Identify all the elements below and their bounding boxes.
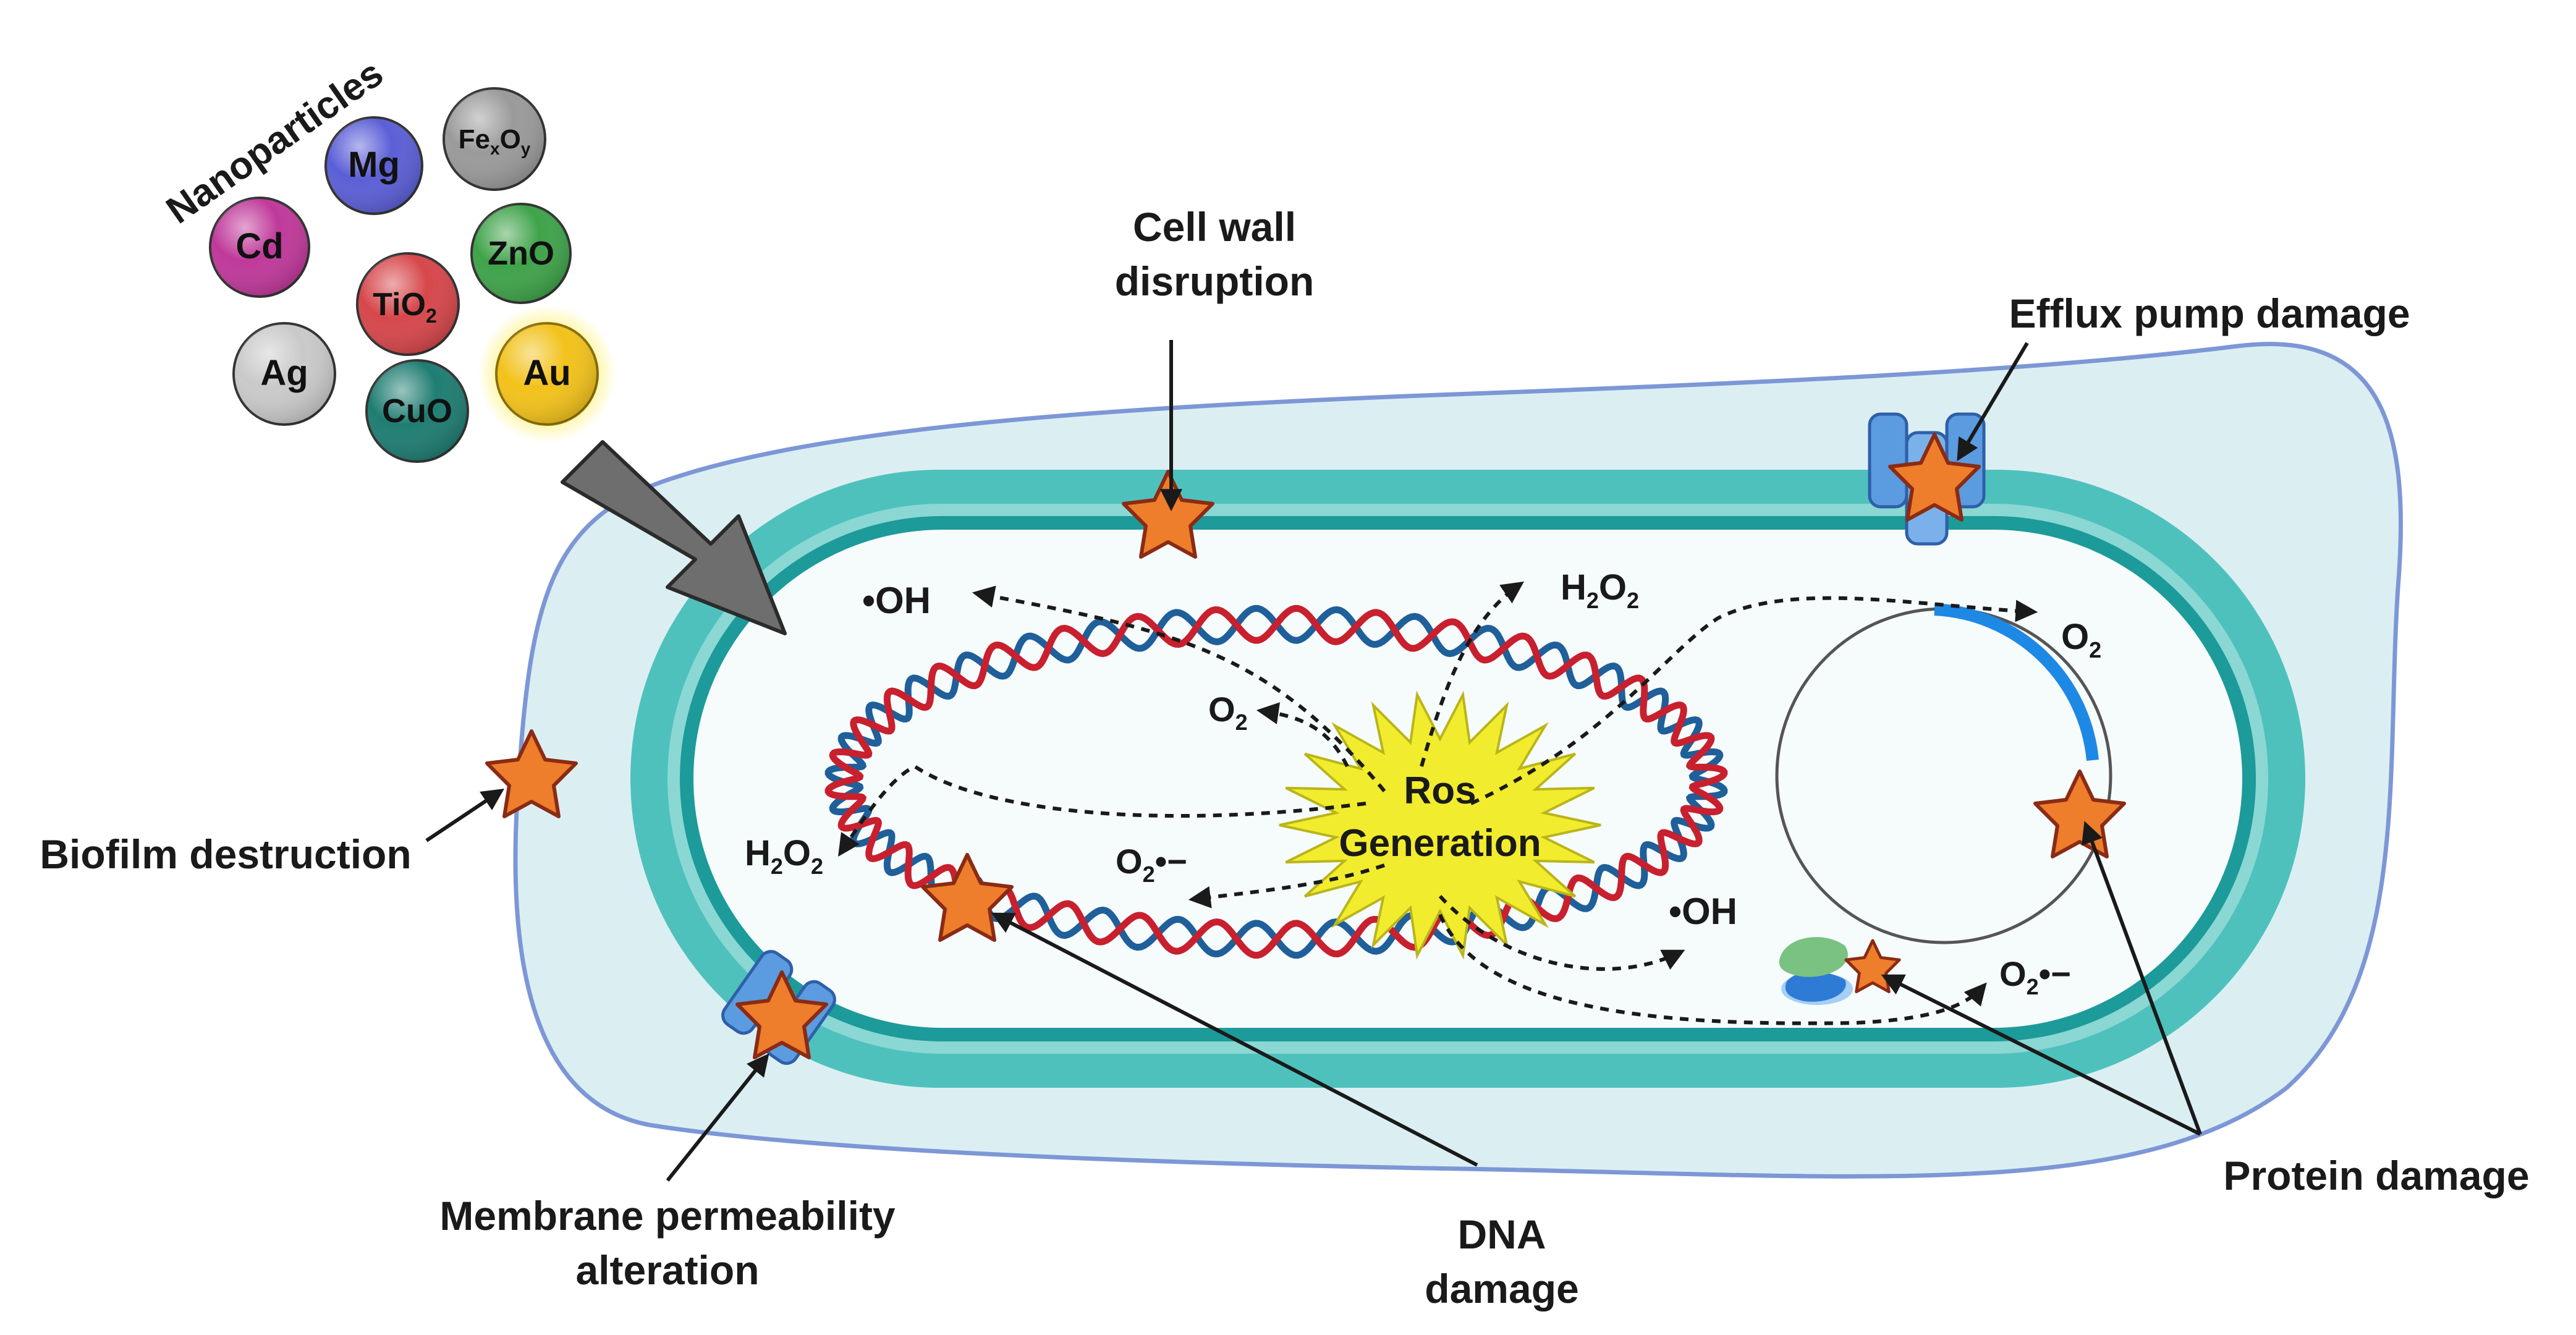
ros-label-line1: Ros: [1404, 769, 1476, 812]
ros-label-line2: Generation: [1339, 822, 1541, 865]
label-dna-1: DNA: [1458, 1211, 1546, 1257]
species-h2o2-top: H2O2: [1561, 567, 1639, 613]
np-tio2-label: TiO2: [373, 287, 437, 327]
label-cell-wall-1: Cell wall: [1133, 204, 1296, 250]
np-ag: Ag: [232, 322, 336, 426]
species-o2-plasmid: O2: [2061, 617, 2101, 663]
entry-arrow: [561, 440, 787, 635]
label-membrane-1: Membrane permeability: [439, 1193, 896, 1239]
species-o2-left: O2: [1208, 690, 1248, 735]
np-fexoy-label: FexOy: [459, 124, 531, 158]
np-mg-label: Mg: [348, 145, 400, 185]
label-dna-2: damage: [1425, 1266, 1578, 1312]
pointer-arrows: [425, 340, 2202, 1182]
np-mg: Mg: [324, 116, 423, 215]
plasmid-gene-segment: [1934, 603, 2099, 761]
label-biofilm: Biofilm destruction: [40, 831, 411, 877]
label-cell-wall-2: disruption: [1115, 258, 1315, 304]
np-au: Au: [478, 305, 616, 443]
species-h2o2-left: H2O2: [745, 833, 823, 879]
species-superoxide-right: O2•−: [1999, 954, 2071, 999]
label-efflux: Efflux pump damage: [2009, 290, 2410, 336]
label-membrane-2: alteration: [575, 1247, 759, 1293]
ros-pathways: [838, 581, 2038, 1025]
np-au-label: Au: [523, 353, 570, 393]
protein-complex: [1779, 937, 1853, 1005]
np-cuo: CuO: [365, 359, 469, 463]
np-zno: ZnO: [470, 203, 572, 304]
nanoparticle-cluster: Mg FexOy Cd ZnO TiO2 Ag: [209, 87, 616, 463]
np-cuo-label: CuO: [382, 392, 452, 430]
np-zno-label: ZnO: [488, 235, 554, 272]
species-oh-left: •OH: [862, 580, 931, 621]
np-cd: Cd: [209, 197, 310, 298]
species-oh-right: •OH: [1669, 891, 1737, 932]
np-ag-label: Ag: [260, 353, 308, 393]
np-cd-label: Cd: [235, 226, 283, 266]
label-protein: Protein damage: [2223, 1153, 2529, 1198]
np-fexoy: FexOy: [443, 87, 546, 191]
species-superoxide-mid: O2•−: [1116, 842, 1187, 887]
np-tio2: TiO2: [356, 252, 460, 356]
